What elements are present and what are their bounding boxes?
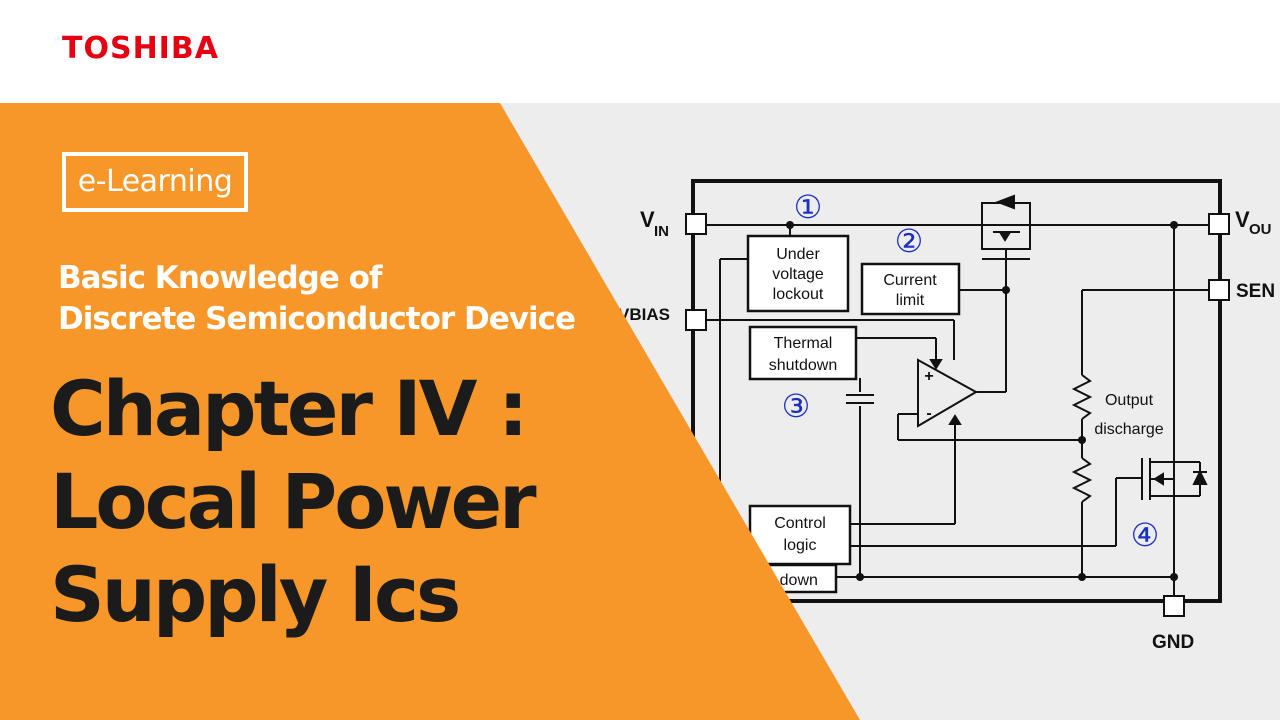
label-gnd: GND (1152, 632, 1194, 653)
block-uvlo (746, 234, 850, 313)
block-thermal-shutdown (748, 325, 858, 381)
svg-text:Control: Control (774, 515, 826, 532)
svg-text:Under: Under (776, 246, 820, 263)
chapter-title-line: Local Power (50, 457, 537, 546)
pin-vout (1208, 213, 1230, 235)
package-outline (691, 179, 1222, 603)
label-vbias: VBIAS (618, 305, 670, 324)
svg-text:limit: limit (896, 292, 925, 309)
toshiba-logo: TOSHIBA (62, 31, 219, 66)
marker-2: ② (895, 223, 924, 259)
marker-1: ① (794, 189, 823, 225)
label-vout: V (1235, 207, 1250, 232)
pin-sense (1208, 279, 1230, 301)
chapter-title-line: Chapter IV : (50, 364, 528, 453)
top-bar: TOSHIBA (0, 0, 1280, 103)
label-vin: V (640, 207, 655, 232)
svg-text:voltage: voltage (772, 266, 824, 283)
svg-text:lockout: lockout (773, 286, 824, 303)
pin-gnd (1163, 595, 1185, 617)
orange-banner (0, 103, 860, 720)
marker-4: ④ (1131, 517, 1160, 553)
block-current-limit (860, 262, 961, 316)
svg-text:discharge: discharge (1094, 421, 1163, 438)
svg-text:+: + (924, 368, 933, 385)
chapter-title-line: Supply Ics (50, 550, 461, 639)
pin-vin (685, 213, 707, 235)
label-sense: SEN (1236, 281, 1275, 302)
pin-vbias (685, 309, 707, 331)
label-vout-sub: OU (1249, 221, 1272, 238)
svg-text:logic: logic (784, 537, 817, 554)
subtitle-line: Discrete Semiconductor Device (58, 301, 576, 337)
e-learning-badge: e-Learning (62, 152, 248, 212)
marker-3: ③ (782, 388, 811, 424)
svg-text:-: - (926, 405, 931, 422)
label-vin-sub: IN (654, 223, 669, 240)
svg-text:Current: Current (883, 272, 937, 289)
svg-text:shutdown: shutdown (769, 357, 838, 374)
svg-text:Output: Output (1105, 392, 1154, 409)
course-subtitle: Basic Knowledge of Discrete Semiconducto… (58, 258, 576, 340)
svg-text:Thermal: Thermal (774, 335, 833, 352)
subtitle-line: Basic Knowledge of (58, 260, 382, 296)
chapter-title: Chapter IV : Local Power Supply Ics (50, 362, 537, 641)
block-control-logic (748, 504, 852, 566)
